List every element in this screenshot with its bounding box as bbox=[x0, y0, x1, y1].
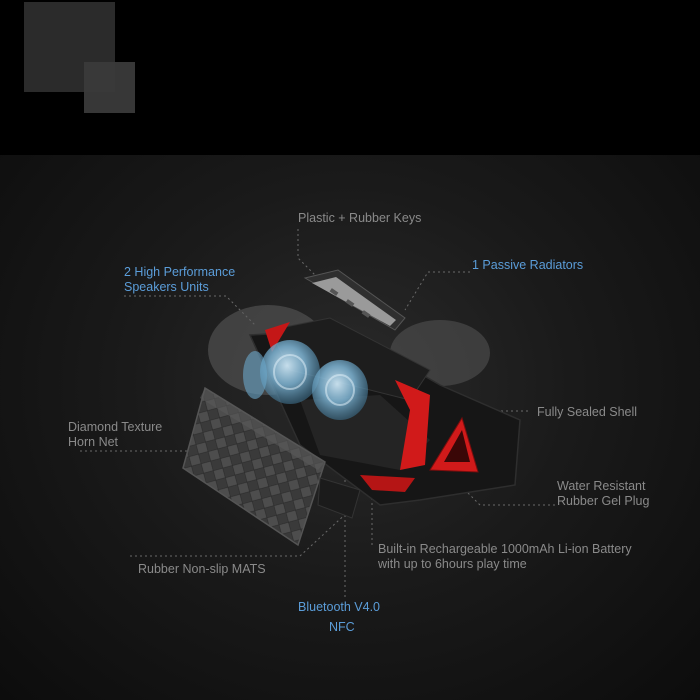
label-speakers-line2: Speakers Units bbox=[124, 280, 209, 294]
label-horn-line2: Horn Net bbox=[68, 435, 119, 449]
label-speakers-line1: 2 High Performance bbox=[124, 265, 236, 279]
label-radiators: 1 Passive Radiators bbox=[472, 258, 584, 272]
leader-mats bbox=[130, 509, 351, 557]
leader-plug bbox=[454, 479, 555, 506]
label-plug-line1: Water Resistant bbox=[557, 479, 646, 493]
label-horn-line1: Diamond Texture bbox=[68, 420, 163, 434]
label-nfc: NFC bbox=[329, 620, 355, 634]
label-battery-line1: Built-in Rechargeable 1000mAh Li-ion Bat… bbox=[378, 542, 632, 556]
rubber-mats bbox=[317, 477, 361, 519]
label-keys: Plastic + Rubber Keys bbox=[298, 211, 422, 225]
label-mats: Rubber Non-slip MATS bbox=[138, 562, 266, 576]
speaker-body bbox=[248, 317, 521, 506]
decor-square-small bbox=[84, 62, 135, 113]
label-plug-line2: Rubber Gel Plug bbox=[557, 494, 650, 508]
label-bluetooth: Bluetooth V4.0 bbox=[298, 600, 381, 614]
keys-bar bbox=[303, 269, 406, 331]
leader-speakers bbox=[124, 295, 256, 326]
top-band bbox=[0, 0, 700, 155]
speaker-units bbox=[243, 340, 368, 420]
label-shell: Fully Sealed Shell bbox=[537, 405, 638, 419]
leader-radiators bbox=[404, 271, 470, 311]
leader-keys bbox=[297, 229, 321, 281]
diamond-grill bbox=[182, 386, 326, 547]
label-battery-line2: with up to 6hours play time bbox=[378, 557, 527, 571]
